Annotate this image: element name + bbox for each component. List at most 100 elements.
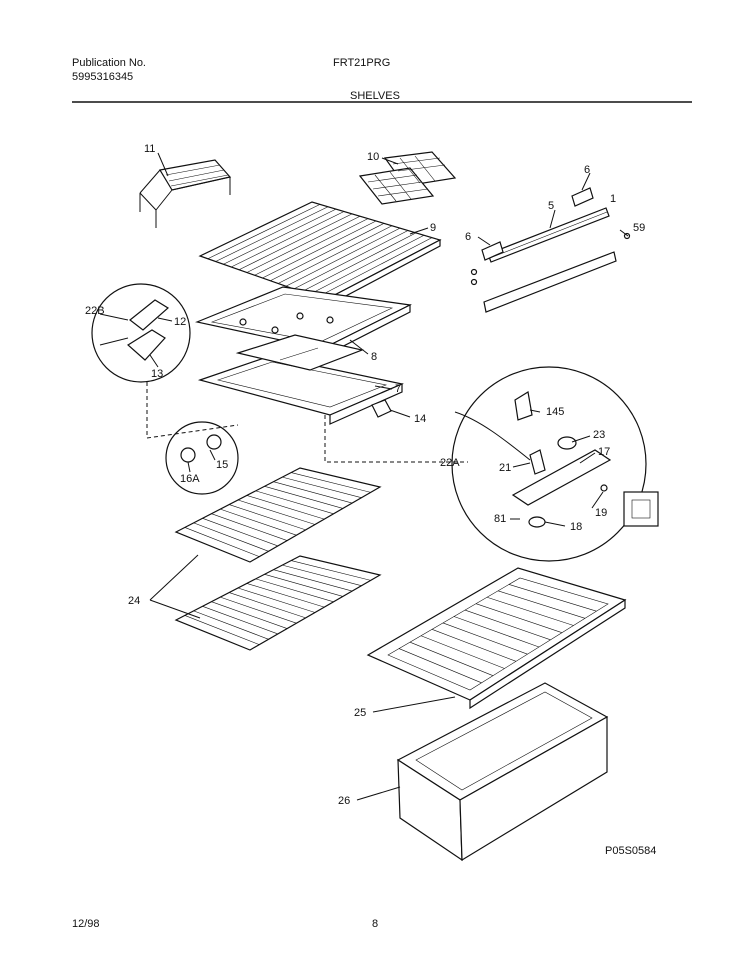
part-24-wire-shelves (174, 467, 382, 651)
callout-59: 59 (633, 222, 645, 234)
shelf-hatch-line (409, 641, 494, 676)
shelf-hatch-line (317, 237, 433, 298)
part-9-shelf-top (198, 201, 442, 308)
shelf-hatch-line (270, 223, 385, 282)
shelf-hatch-line (293, 230, 409, 290)
part-5-trim-rail (470, 187, 631, 313)
callout-8: 8 (371, 351, 377, 363)
shelf-hatch-line (497, 590, 586, 619)
shelf-hatch-line (246, 495, 325, 520)
part-26-crisper-drawer (396, 682, 609, 862)
callout-145: 145 (546, 406, 564, 418)
shelf-hatch-line (301, 232, 417, 293)
section-title: SHELVES (350, 90, 400, 102)
shelf-hatch-line (215, 206, 329, 262)
shelf-hatch-line (184, 527, 260, 557)
shelf-hatch-line (202, 518, 278, 547)
callout-11: 11 (144, 143, 155, 155)
callout-16a: 16A (180, 473, 200, 485)
publication-label: Publication No. (72, 57, 146, 69)
part-11-wire-rack (139, 159, 232, 228)
part-7-shelf-base (197, 334, 404, 425)
shelf-hatch-line (211, 601, 288, 629)
detail-circle-control-assembly (451, 366, 659, 562)
shelf-hatch-line (202, 606, 278, 635)
part-10-ice-trays (358, 151, 457, 205)
detail-circle-bulb (165, 421, 239, 495)
callout-21: 21 (499, 462, 511, 474)
shelf-hatch-line (264, 573, 343, 597)
shelf-hatch-line (254, 218, 369, 276)
callout-6-left: 6 (465, 231, 471, 243)
part-8-shelf-frame (194, 286, 412, 358)
callout-23: 23 (593, 429, 605, 441)
part-14-connector (371, 399, 392, 418)
shelf-hatch-line (193, 610, 269, 640)
callout-6-top: 6 (584, 164, 590, 176)
shelf-hatch-line (246, 215, 361, 273)
model-number: FRT21PRG (333, 57, 391, 69)
callout-1: 1 (610, 193, 616, 205)
shelf-hatch-line (238, 213, 353, 271)
shelf-hatch-line (237, 499, 316, 525)
callout-5: 5 (548, 200, 554, 212)
shelf-hatch-line (220, 596, 297, 624)
shelf-hatch-line (442, 622, 528, 655)
callout-10: 10 (367, 151, 379, 163)
shelf-hatch-line (262, 220, 377, 279)
callout-22a: 22A (440, 457, 460, 469)
shelf-hatch-line (486, 596, 574, 626)
callout-14: 14 (414, 413, 426, 425)
callout-19: 19 (595, 507, 607, 519)
page-number: 8 (372, 918, 379, 930)
shelf-hatch-line (273, 481, 353, 504)
shelf-hatch-line (231, 211, 345, 268)
shelf-hatch-line (255, 578, 334, 603)
callout-leaders (99, 152, 629, 801)
callout-15: 15 (216, 459, 228, 471)
callout-25: 25 (354, 707, 366, 719)
shelf-hatch-line (223, 208, 337, 265)
shelf-hatch-line (464, 609, 551, 641)
callout-7: 7 (395, 383, 401, 395)
shelf-hatch-line (184, 615, 260, 645)
footer-date: 12/98 (72, 918, 100, 930)
shelf-hatch-line (273, 569, 353, 592)
part-25-crisper-cover (366, 567, 627, 710)
shelf-hatch-line (309, 234, 425, 295)
shelf-hatch-line (237, 587, 316, 613)
shelf-hatch-line (255, 490, 334, 515)
shelf-hatch-line (282, 476, 362, 499)
figure-code: P05S0584 (605, 845, 657, 857)
shelf-hatch-line (246, 583, 325, 608)
shelf-hatch-line (291, 560, 371, 581)
shelf-hatch-line (229, 504, 306, 531)
shelf-hatch-line (453, 616, 540, 648)
shelf-hatch-line (211, 513, 288, 541)
shelf-hatch-line (285, 227, 401, 287)
callout-13: 13 (151, 368, 163, 380)
callout-24: 24 (128, 595, 140, 607)
callout-9: 9 (430, 222, 436, 234)
shelf-hatch-line (220, 508, 297, 536)
shelf-hatch-line (431, 629, 517, 662)
callout-81: 81 (494, 513, 506, 525)
shelf-hatch-line (277, 225, 393, 284)
shelf-hatch-line (398, 648, 482, 684)
shelf-hatch-line (291, 472, 371, 493)
callout-18: 18 (570, 521, 582, 533)
publication-number: 5995316345 (72, 71, 134, 83)
shelf-hatch-line (282, 564, 362, 587)
shelf-hatch-line (475, 603, 563, 633)
detail-circle-light-housing (91, 283, 191, 383)
callout-26: 26 (338, 795, 350, 807)
shelf-hatch-line (508, 584, 597, 612)
callout-12: 12 (174, 316, 186, 328)
shelf-hatch-line (264, 485, 343, 509)
shelf-hatch-line (207, 204, 321, 260)
shelf-hatch-line (420, 635, 505, 669)
shelf-hatch-line (193, 522, 269, 552)
shelf-hatch-line (229, 592, 306, 619)
dashed-leader-lines (146, 382, 468, 463)
